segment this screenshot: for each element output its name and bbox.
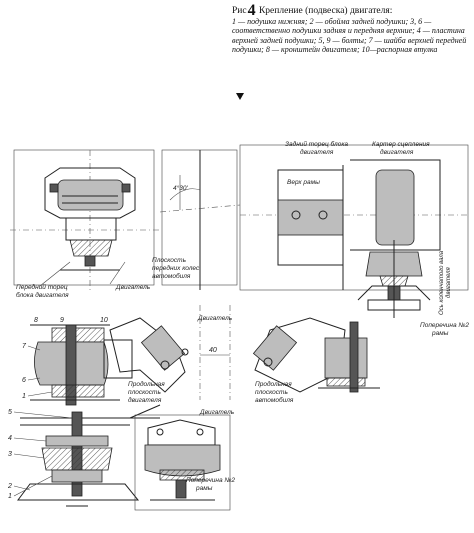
part-number-1: 1: [22, 393, 26, 400]
label-clutch-case-2: двигателя: [380, 148, 414, 156]
label-engine-center: Двигатель: [197, 315, 233, 322]
part-number-8: 8: [34, 317, 38, 324]
label-crossmember: Поперечина №2: [420, 322, 469, 329]
label-engine-front: Двигатель: [115, 284, 151, 291]
label-crossmember-2: рамы: [431, 330, 449, 337]
right-bracket: [252, 317, 380, 393]
rear-mount-section: [17, 404, 161, 507]
label-frame-top: Верх рамы: [287, 179, 320, 186]
rear-view: [239, 144, 469, 318]
label-long-plane-car: Продольная: [255, 380, 292, 388]
front-mount-section: [30, 324, 133, 406]
label-long-plane-car-3: автомобиля: [255, 396, 294, 404]
label-engine-bottom: Двигатель: [199, 409, 235, 416]
label-long-plane-engine-2: плоскость: [128, 389, 161, 396]
label-crossmember-bottom-2: рамы: [195, 485, 213, 492]
part-number-2: 2: [7, 483, 12, 490]
label-clutch-case: Картер сцепления: [372, 141, 430, 148]
label-shaft-axis: Ось коленчатого вала: [439, 250, 445, 315]
triangle-marker-icon: [236, 93, 244, 100]
label-front-face-2: блока двигателя: [16, 291, 69, 299]
label-block-rear: Задний торец блока: [285, 140, 348, 148]
figure-caption: Рис4 Крепление (подвеска) двигателя: 1 —…: [232, 3, 468, 55]
caption-number: 4: [247, 2, 256, 19]
label-front-wheels-plane-2: передних колес: [152, 264, 200, 272]
front-view: [10, 149, 160, 290]
caption-legend: 1 — подушка нижняя; 2 — обойма задней по…: [232, 16, 467, 55]
part-number-3: 3: [8, 451, 12, 458]
label-long-plane-engine: Продольная: [128, 380, 165, 388]
label-block-rear-2: двигателя: [300, 148, 334, 156]
label-long-plane-engine-3: двигателя: [128, 396, 162, 404]
label-front-face: Передний торец: [16, 283, 68, 291]
part-number-9: 9: [60, 317, 64, 324]
part-number-1-bottom: 1: [8, 493, 12, 500]
part-number-7: 7: [22, 343, 27, 350]
label-long-plane-car-2: плоскость: [255, 389, 288, 396]
side-view-plane: [159, 149, 241, 290]
label-crossmember-bottom: Поперечина №2: [186, 477, 235, 484]
caption-title: Крепление (подвеска) двигателя:: [258, 6, 393, 16]
part-number-10: 10: [100, 317, 108, 324]
caption-prefix: Рис: [232, 6, 247, 16]
label-shaft-axis-2: двигателя: [446, 266, 452, 298]
label-front-wheels-plane-3: автомобиля: [152, 272, 191, 280]
label-front-wheels-plane: Плоскость: [152, 257, 187, 264]
label-dim-40: 40: [209, 347, 217, 354]
part-number-5: 5: [8, 409, 12, 416]
part-number-4: 4: [8, 435, 12, 442]
label-angle: 4°30': [173, 184, 188, 192]
caption-heading: Рис4 Крепление (подвеска) двигателя:: [232, 3, 468, 19]
rear-mount-view: [134, 414, 231, 511]
part-number-6: 6: [22, 377, 26, 384]
left-bracket: [109, 317, 189, 393]
